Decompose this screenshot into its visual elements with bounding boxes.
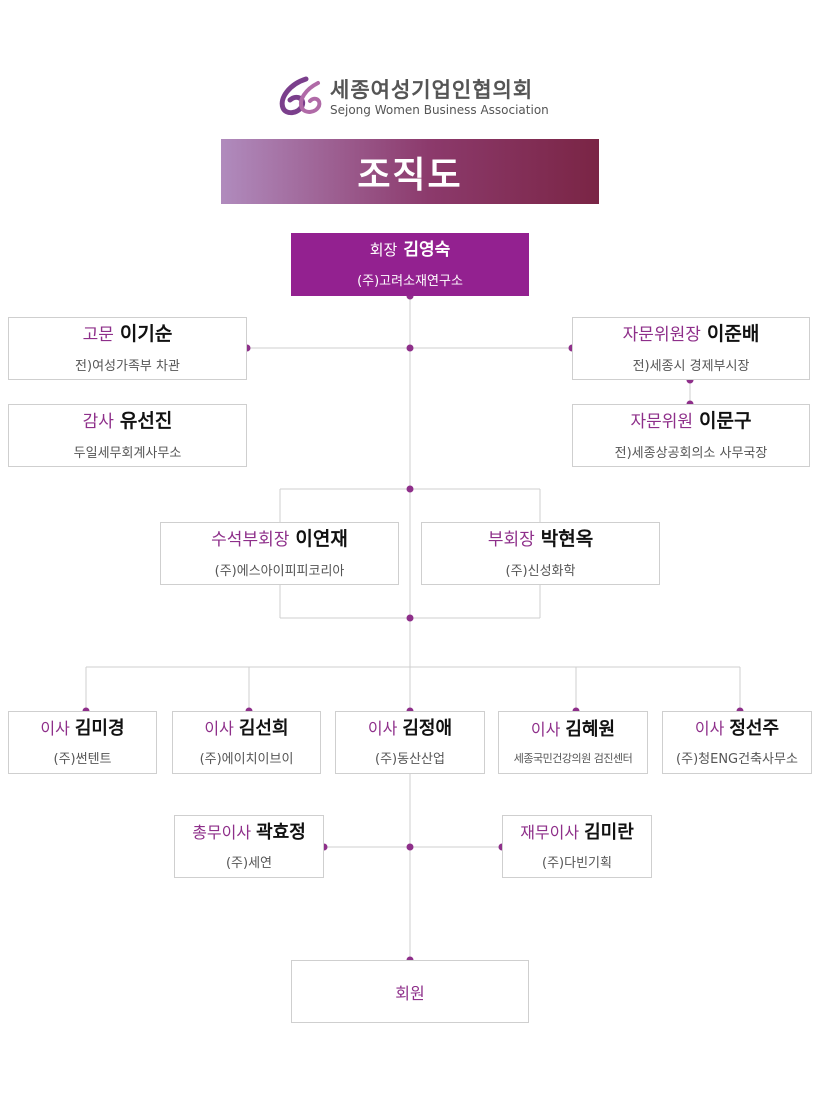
general-director-org: (주)세연 <box>225 856 273 872</box>
auditor-org: 두일세무회계사무소 <box>73 445 182 461</box>
director-name: 김선희 <box>238 717 289 739</box>
director-org: 세종국민건강의원 검진센터 <box>513 751 633 765</box>
director-name: 김혜원 <box>565 719 616 741</box>
director-role: 이사 <box>204 718 234 738</box>
director-name: 정선주 <box>729 717 780 739</box>
vp-org: (주)신성화학 <box>505 563 576 579</box>
general-director-name: 곽효정 <box>256 821 306 843</box>
connector-dot <box>406 614 414 622</box>
vp-role: 부회장 <box>487 530 535 551</box>
director-role: 이사 <box>40 718 70 738</box>
president-box: 회장 김영숙 (주)고려소재연구소 <box>291 233 529 296</box>
president-role: 회장 <box>369 241 398 260</box>
director-role: 이사 <box>694 718 725 738</box>
director-role: 이사 <box>530 720 561 740</box>
members-label: 회원 <box>395 983 425 1003</box>
finance-director-name: 김미란 <box>584 821 634 843</box>
advisor-org: 전)여성가족부 차관 <box>75 358 180 374</box>
auditor-name: 유선진 <box>119 410 173 433</box>
general-director-role: 총무이사 <box>192 822 252 842</box>
advisory-chair-org: 전)세종시 경제부시장 <box>632 358 750 374</box>
senior-vp-role: 수석부회장 <box>211 530 290 551</box>
finance-director-org: (주)다빈기획 <box>542 856 612 872</box>
logo-mark-icon <box>279 76 322 116</box>
advisory-chair-role: 자문위원장 <box>622 325 701 346</box>
president-org: (주)고려소재연구소 <box>357 273 463 289</box>
advisory-member-role: 자문위원 <box>630 412 694 433</box>
advisory-member-name: 이문구 <box>699 410 752 433</box>
director-name: 김미경 <box>74 717 125 739</box>
connector-dot <box>406 344 414 352</box>
members-box: 회원 <box>291 960 529 1023</box>
logo-name-english: Sejong Women Business Association <box>330 103 549 117</box>
director-org: (주)에이치이브이 <box>199 752 294 768</box>
director-role: 이사 <box>367 718 398 738</box>
advisory-member-org: 전)세종상공회의소 사무국장 <box>614 445 768 461</box>
page-title: 조직도 <box>221 139 599 204</box>
director-org: (주)썬텐트 <box>53 752 112 768</box>
director-name: 김정애 <box>402 717 453 739</box>
advisor-name: 이기순 <box>119 323 173 346</box>
finance-director-role: 재무이사 <box>520 822 580 842</box>
vp-name: 박현옥 <box>540 528 594 551</box>
association-logo: 세종여성기업인협의회 Sejong Women Business Associa… <box>276 74 556 122</box>
advisor-role: 고문 <box>82 325 114 346</box>
advisory-chair-name: 이준배 <box>706 323 760 346</box>
connector-dot <box>406 485 414 493</box>
connector-dot <box>406 843 414 851</box>
logo-name-korean: 세종여성기업인협의회 <box>330 78 534 102</box>
director-org: (주)동산산업 <box>375 752 445 768</box>
president-name: 김영숙 <box>403 240 451 261</box>
senior-vp-org: (주)에스아이피피코리아 <box>214 563 345 579</box>
auditor-role: 감사 <box>82 412 114 433</box>
director-org: (주)청ENG건축사무소 <box>676 752 798 768</box>
senior-vp-name: 이연재 <box>295 528 348 551</box>
